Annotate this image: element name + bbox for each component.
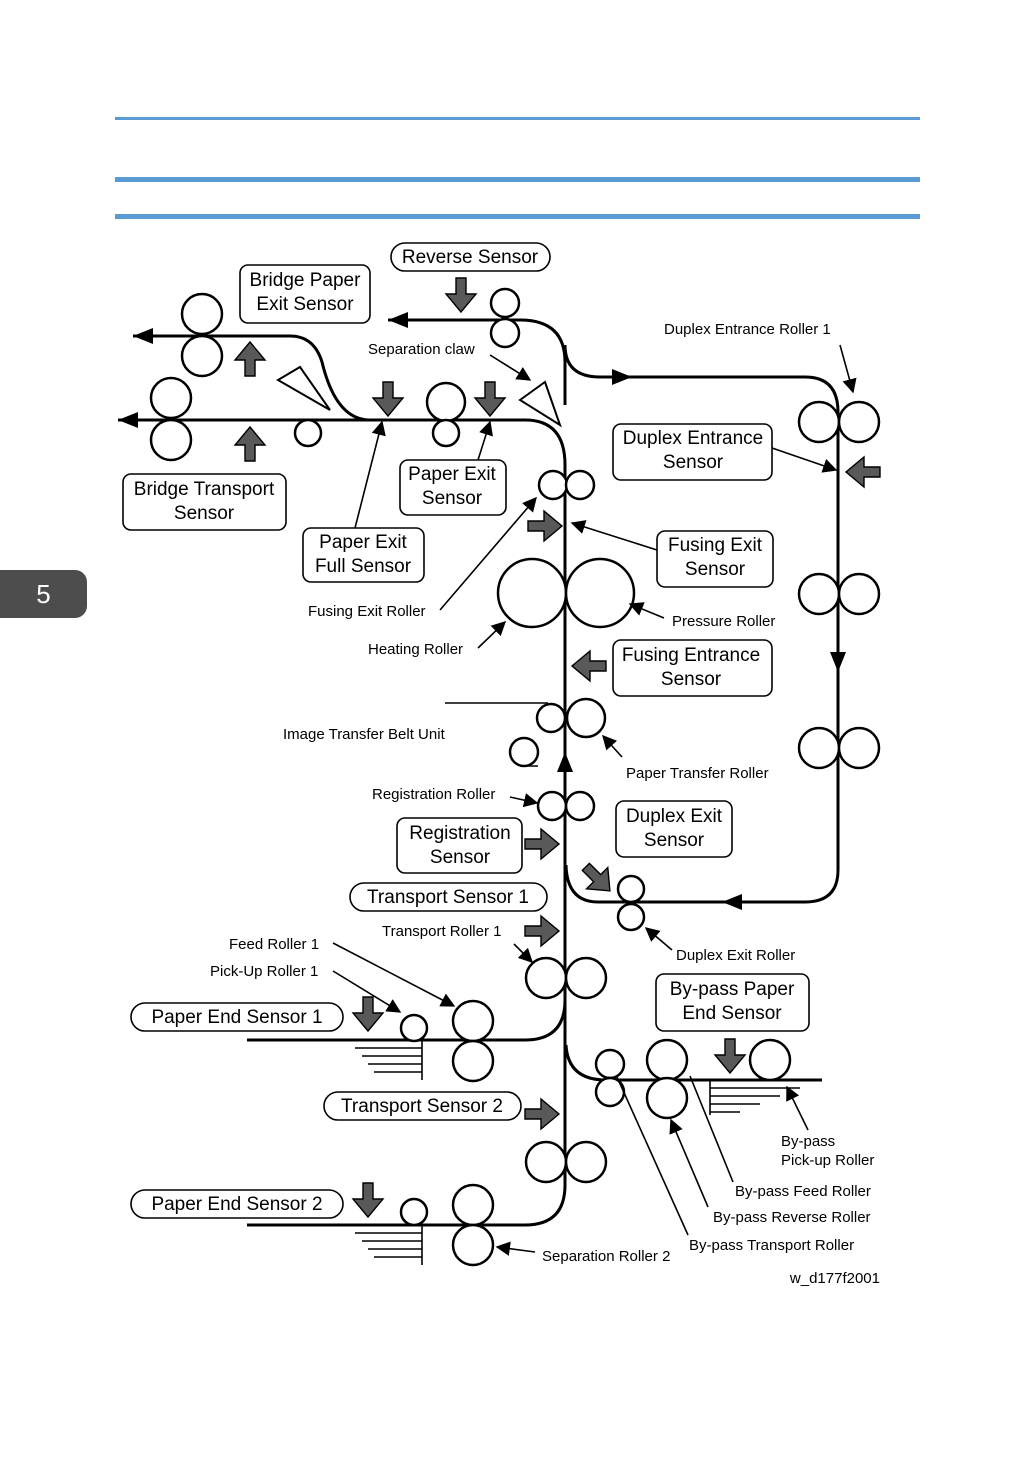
duplex-exit-sensor-line2: Sensor [644, 830, 705, 851]
bypass-feed-roller-text: By-pass Feed Roller [735, 1183, 871, 1200]
bridge-transport-sensor-line1: Bridge Transport [134, 479, 275, 500]
duplex-entrance-sensor-label: Duplex Entrance Sensor [612, 423, 773, 481]
fusing-entrance-sensor-line2: Sensor [661, 669, 722, 690]
transport-sensor-1-text: Transport Sensor 1 [367, 887, 529, 908]
leader-lines [332, 344, 857, 1256]
rollers [149, 287, 881, 1267]
transport-roller-1-text: Transport Roller 1 [382, 923, 502, 940]
reverse-sensor-label: Reverse Sensor [390, 242, 551, 272]
paper-transfer-roller-text: Paper Transfer Roller [626, 765, 769, 782]
bypass-transport-roller-text: By-pass Transport Roller [689, 1237, 854, 1254]
registration-sensor-line2: Sensor [430, 847, 491, 868]
header-rule-top [115, 117, 920, 120]
bypass-paper-end-sensor-label: By-pass Paper End Sensor [655, 973, 810, 1032]
paper-exit-sensor-line2: Sensor [422, 488, 483, 509]
chapter-tab[interactable]: 5 [0, 570, 87, 618]
fusing-entrance-sensor-line1: Fusing Entrance [622, 645, 760, 666]
bridge-transport-sensor-label: Bridge Transport Sensor [122, 473, 287, 531]
bypass-paper-end-sensor-line2: End Sensor [682, 1003, 782, 1024]
fusing-exit-sensor-line2: Sensor [685, 559, 746, 580]
transport-sensor-1-label: Transport Sensor 1 [349, 882, 548, 912]
feed-roller-1-text: Feed Roller 1 [229, 936, 319, 953]
bypass-reverse-roller-text: By-pass Reverse Roller [713, 1209, 871, 1226]
bridge-paper-exit-sensor-line1: Bridge Paper [250, 270, 362, 291]
heating-roller-text: Heating Roller [368, 641, 463, 658]
bridge-paper-exit-sensor-line2: Exit Sensor [256, 294, 354, 315]
paper-exit-sensor-line1: Paper Exit [408, 464, 496, 485]
registration-sensor-line1: Registration [409, 823, 510, 844]
pickup-roller-1-text: Pick-Up Roller 1 [210, 963, 318, 980]
transport-sensor-2-text: Transport Sensor 2 [341, 1096, 503, 1117]
registration-sensor-label: Registration Sensor [396, 817, 523, 874]
pressure-roller-text: Pressure Roller [672, 613, 775, 630]
duplex-entrance-sensor-line1: Duplex Entrance [623, 428, 763, 449]
duplex-entrance-roller-1-text: Duplex Entrance Roller 1 [664, 321, 831, 338]
plain-labels: Separation claw Duplex Entrance Roller 1… [210, 321, 880, 1287]
bridge-transport-sensor-line2: Sensor [174, 503, 235, 524]
transport-sensor-2-label: Transport Sensor 2 [323, 1091, 522, 1121]
paper-end-sensor-1-text: Paper End Sensor 1 [151, 1007, 322, 1028]
paper-exit-full-sensor-line2: Full Sensor [315, 556, 412, 577]
bypass-paper-end-sensor-line1: By-pass Paper [670, 979, 795, 1000]
paper-end-sensor-1-label: Paper End Sensor 1 [130, 1002, 344, 1032]
sensor-arrows [233, 277, 881, 1219]
paper-exit-sensor-label: Paper Exit Sensor [399, 459, 507, 516]
bridge-paper-exit-sensor-label: Bridge Paper Exit Sensor [239, 264, 371, 324]
fusing-exit-sensor-label: Fusing Exit Sensor [656, 530, 774, 588]
duplex-exit-roller-text: Duplex Exit Roller [676, 947, 795, 964]
image-transfer-belt-unit-text: Image Transfer Belt Unit [283, 726, 446, 743]
separation-roller-2-text: Separation Roller 2 [542, 1248, 670, 1265]
fusing-exit-sensor-line1: Fusing Exit [668, 535, 763, 556]
duplex-entrance-sensor-line2: Sensor [663, 452, 724, 473]
header-rule-bottom [115, 214, 920, 219]
duplex-exit-sensor-label: Duplex Exit Sensor [615, 800, 733, 858]
paper-exit-full-sensor-label: Paper Exit Full Sensor [302, 527, 425, 583]
duplex-exit-sensor-line1: Duplex Exit [626, 806, 723, 827]
chapter-number: 5 [36, 578, 51, 609]
paper-end-sensor-2-text: Paper End Sensor 2 [151, 1194, 322, 1215]
header-rule-middle [115, 177, 920, 182]
figure-id-text: w_d177f2001 [789, 1270, 880, 1287]
registration-roller-text: Registration Roller [372, 786, 495, 803]
reverse-sensor-text: Reverse Sensor [402, 247, 539, 268]
bypass-pickup-roller-line1: By-pass [781, 1133, 835, 1150]
fusing-entrance-sensor-label: Fusing Entrance Sensor [612, 639, 773, 697]
separation-claw [276, 365, 562, 428]
fusing-exit-roller-text: Fusing Exit Roller [308, 603, 426, 620]
tray-lines [355, 1040, 800, 1265]
paper-path [118, 312, 846, 1227]
bypass-pickup-roller-line2: Pick-up Roller [781, 1152, 874, 1169]
paper-exit-full-sensor-line1: Paper Exit [319, 532, 407, 553]
separation-claw-text: Separation claw [368, 341, 475, 358]
paper-end-sensor-2-label: Paper End Sensor 2 [130, 1189, 344, 1219]
